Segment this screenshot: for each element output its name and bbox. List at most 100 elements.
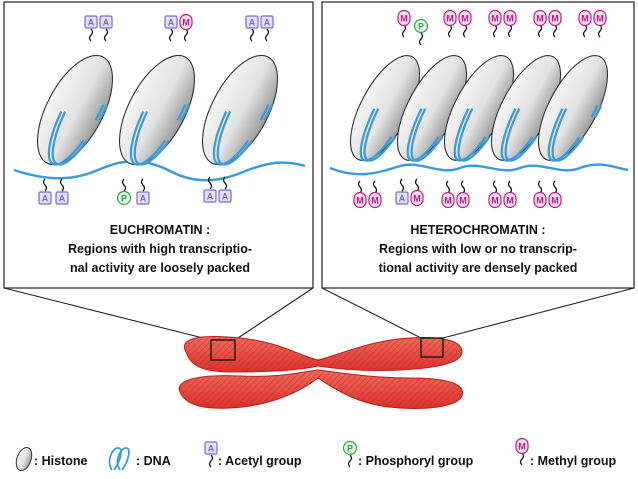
methyl-letter: M — [536, 196, 544, 206]
methyl-letter: M — [491, 14, 499, 24]
acetyl-mark: A — [260, 15, 274, 42]
methyl-mark: M — [593, 9, 607, 38]
methyl-mark: M — [503, 9, 517, 38]
methyl-letter: M — [506, 14, 514, 24]
phosphoryl-letter: P — [121, 194, 127, 204]
methyl-mark: M — [578, 9, 592, 38]
dna-icon — [108, 447, 130, 471]
phosphoryl-group-icon: P — [342, 440, 358, 468]
euchromatin-caption: EUCHROMATIN : Regions with high transcri… — [68, 223, 252, 275]
methyl-mark: M — [353, 180, 367, 209]
heterochromatin-nucleosomes — [349, 55, 614, 162]
nucleosome — [118, 54, 200, 166]
euchromatin-title: EUCHROMATIN : — [110, 223, 210, 237]
acetyl-letter: A — [59, 194, 66, 204]
methyl-letter: M — [491, 196, 499, 206]
acetyl-letter: A — [208, 444, 215, 454]
methyl-letter: M — [461, 14, 469, 24]
euchromatin-nucleosomes — [36, 54, 283, 166]
euchromatin-region-box — [210, 339, 236, 361]
legend-methyl-label: : Methyl group — [530, 454, 616, 468]
acetyl-letter: A — [207, 192, 214, 202]
acetyl-mark: A — [55, 178, 69, 205]
methyl-mark: M — [548, 180, 562, 209]
heterochromatin-description-line-2: tional activity are densely packed — [379, 261, 578, 275]
acetyl-mark: A — [136, 178, 150, 205]
legend: : Histone : DNA : Acetyl group A : Phosp… — [15, 437, 616, 472]
methyl-letter: M — [446, 14, 454, 24]
acetyl-mark: A — [203, 176, 217, 203]
phosphoryl-letter: P — [418, 22, 424, 32]
acetyl-letter: A — [168, 18, 175, 28]
acetyl-mark: A — [395, 178, 409, 205]
acetyl-mark: A — [38, 178, 52, 205]
chromosome — [178, 336, 464, 409]
dna-strand — [329, 163, 629, 176]
dna-wrap — [51, 58, 118, 166]
methyl-mark: M — [456, 180, 470, 209]
legend-acetyl: : Acetyl group A — [204, 441, 302, 468]
methyl-mark: M — [441, 180, 455, 209]
methyl-letter: M — [356, 196, 364, 206]
methyl-mark: M — [368, 180, 382, 209]
methyl-group-icon: M — [515, 437, 529, 466]
heterochromatin-title: HETEROCHROMATIN : — [410, 223, 545, 237]
acetyl-letter: A — [249, 18, 256, 28]
methyl-letter: M — [444, 196, 452, 206]
legend-methyl: : Methyl group M — [515, 437, 616, 468]
acetyl-mark: A — [218, 176, 232, 203]
methyl-mark: M — [443, 9, 457, 38]
methyl-letter: M — [400, 14, 408, 24]
methyl-letter: M — [371, 196, 379, 206]
methyl-letter: M — [506, 196, 514, 206]
methyl-mark: M — [533, 180, 547, 209]
heterochromatin-region-box — [420, 337, 444, 358]
acetyl-mark: A — [99, 15, 113, 42]
histone-icon — [15, 446, 33, 472]
phosphoryl-letter: P — [347, 444, 353, 454]
legend-dna-label: : DNA — [136, 454, 171, 468]
methyl-letter: M — [182, 18, 190, 28]
acetyl-letter: A — [399, 194, 406, 204]
euchromatin-description-line-2: nal activity are loosely packed — [70, 261, 250, 275]
acetyl-group-icon: A — [204, 441, 218, 468]
methyl-letter: M — [596, 14, 604, 24]
acetyl-mark: A — [245, 15, 259, 42]
nucleosome — [537, 55, 614, 162]
acetyl-letter: A — [140, 194, 147, 204]
nucleosome — [201, 54, 283, 166]
methyl-mark: M — [533, 9, 547, 38]
methyl-letter: M — [581, 14, 589, 24]
dna-wrap — [47, 58, 114, 166]
acetyl-letter: A — [103, 18, 110, 28]
dna-wrap — [212, 58, 279, 166]
acetyl-mark: A — [84, 15, 98, 42]
legend-acetyl-label: : Acetyl group — [218, 454, 302, 468]
legend-histone: : Histone — [15, 446, 88, 472]
heterochromatin-caption: HETEROCHROMATIN : Regions with low or no… — [379, 223, 578, 275]
methyl-letter: M — [518, 442, 526, 452]
methyl-letter: M — [551, 14, 559, 24]
legend-phosphoryl-label: : Phosphoryl group — [358, 454, 474, 468]
methyl-mark: M — [488, 9, 502, 38]
dna-wrap — [216, 58, 283, 166]
methyl-letter: M — [551, 196, 559, 206]
zoom-connectors — [3, 287, 635, 341]
nucleosome — [36, 54, 118, 166]
phosphoryl-mark: P — [413, 18, 429, 46]
methyl-mark: M — [548, 9, 562, 38]
dna-wrap — [129, 58, 196, 166]
methyl-mark: M — [179, 13, 193, 42]
methyl-mark: M — [410, 178, 424, 207]
methyl-letter: M — [459, 196, 467, 206]
methyl-letter: M — [413, 194, 421, 204]
legend-histone-label: : Histone — [34, 454, 88, 468]
dna-strand — [13, 160, 306, 182]
methyl-mark: M — [488, 180, 502, 209]
methyl-mark: M — [458, 9, 472, 38]
legend-dna: : DNA — [108, 447, 171, 471]
phosphoryl-mark: P — [116, 178, 132, 206]
dna-wrap — [133, 58, 200, 166]
